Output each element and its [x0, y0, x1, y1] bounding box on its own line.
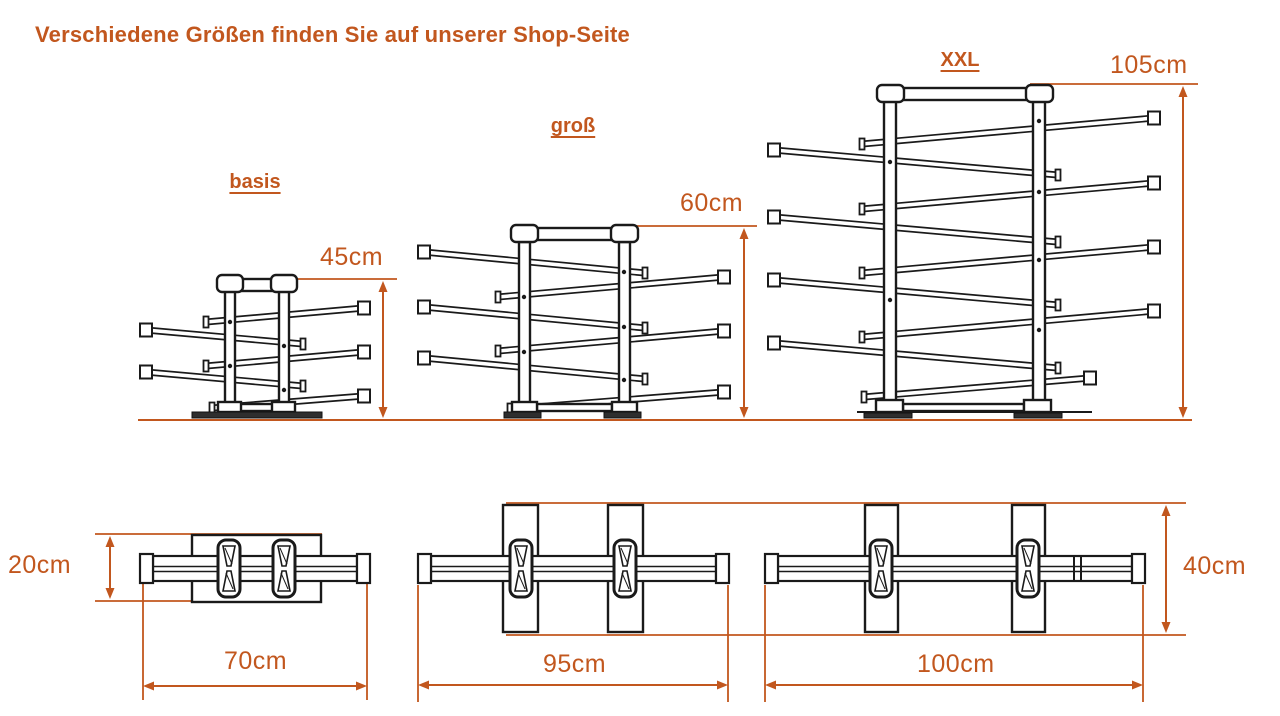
dim-width-gross: [417, 585, 729, 702]
dim-height-gross: [613, 225, 757, 418]
size-label-gross: groß: [550, 115, 596, 137]
height-label-xxl: 105cm: [1110, 51, 1188, 79]
rack-gross-front: [417, 223, 731, 419]
width-label-gross: 95cm: [543, 650, 607, 678]
width-label-xxl: 100cm: [917, 650, 995, 678]
height-label-basis: 45cm: [320, 243, 384, 271]
rack-basis-front: [139, 273, 371, 419]
size-label-basis: basis: [229, 171, 281, 193]
size-label-xxl: XXL: [940, 49, 980, 71]
dim-height-xxl: [1030, 83, 1198, 418]
rack-gross-top: [416, 503, 731, 634]
dim-depth-gross-xxl: [506, 502, 1186, 636]
rack-xxl-top: [763, 503, 1147, 634]
page-title: Verschiedene Größen finden Sie auf unser…: [35, 22, 630, 47]
rack-xxl-front: [767, 83, 1161, 419]
depth-label-gross-xxl: 40cm: [1183, 552, 1247, 580]
height-label-gross: 60cm: [680, 189, 744, 217]
dim-width-xxl: [764, 585, 1144, 702]
depth-label-basis: 20cm: [8, 551, 72, 579]
width-label-basis: 70cm: [224, 647, 288, 675]
dim-width-basis: [142, 583, 368, 700]
rack-basis-top: [138, 533, 372, 604]
